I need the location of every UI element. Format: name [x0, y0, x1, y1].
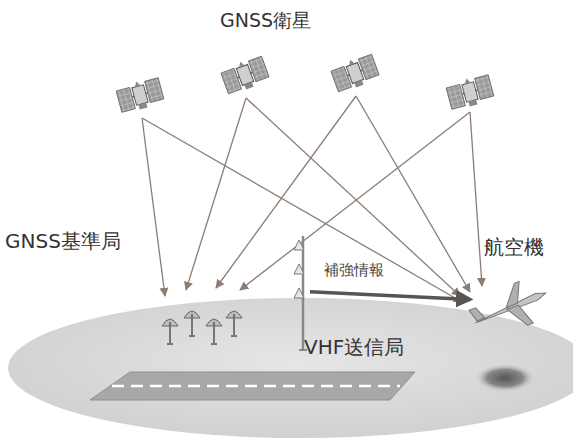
satellite-group-label: GNSS衛星 [220, 6, 340, 34]
node-label: VHF送信局 [304, 334, 404, 361]
node-label: GNSS基準局 [5, 228, 121, 255]
edge-label: 補強情報 [324, 261, 384, 280]
reference-station: GNSS基準局 [160, 312, 244, 348]
aircraft: 航空機 [472, 284, 552, 328]
node-label: 航空機 [484, 234, 544, 261]
augmentation-arrow [310, 292, 470, 300]
vhf-station: VHF送信局 [292, 234, 308, 352]
node-label: GNSS衛星 [220, 8, 311, 34]
